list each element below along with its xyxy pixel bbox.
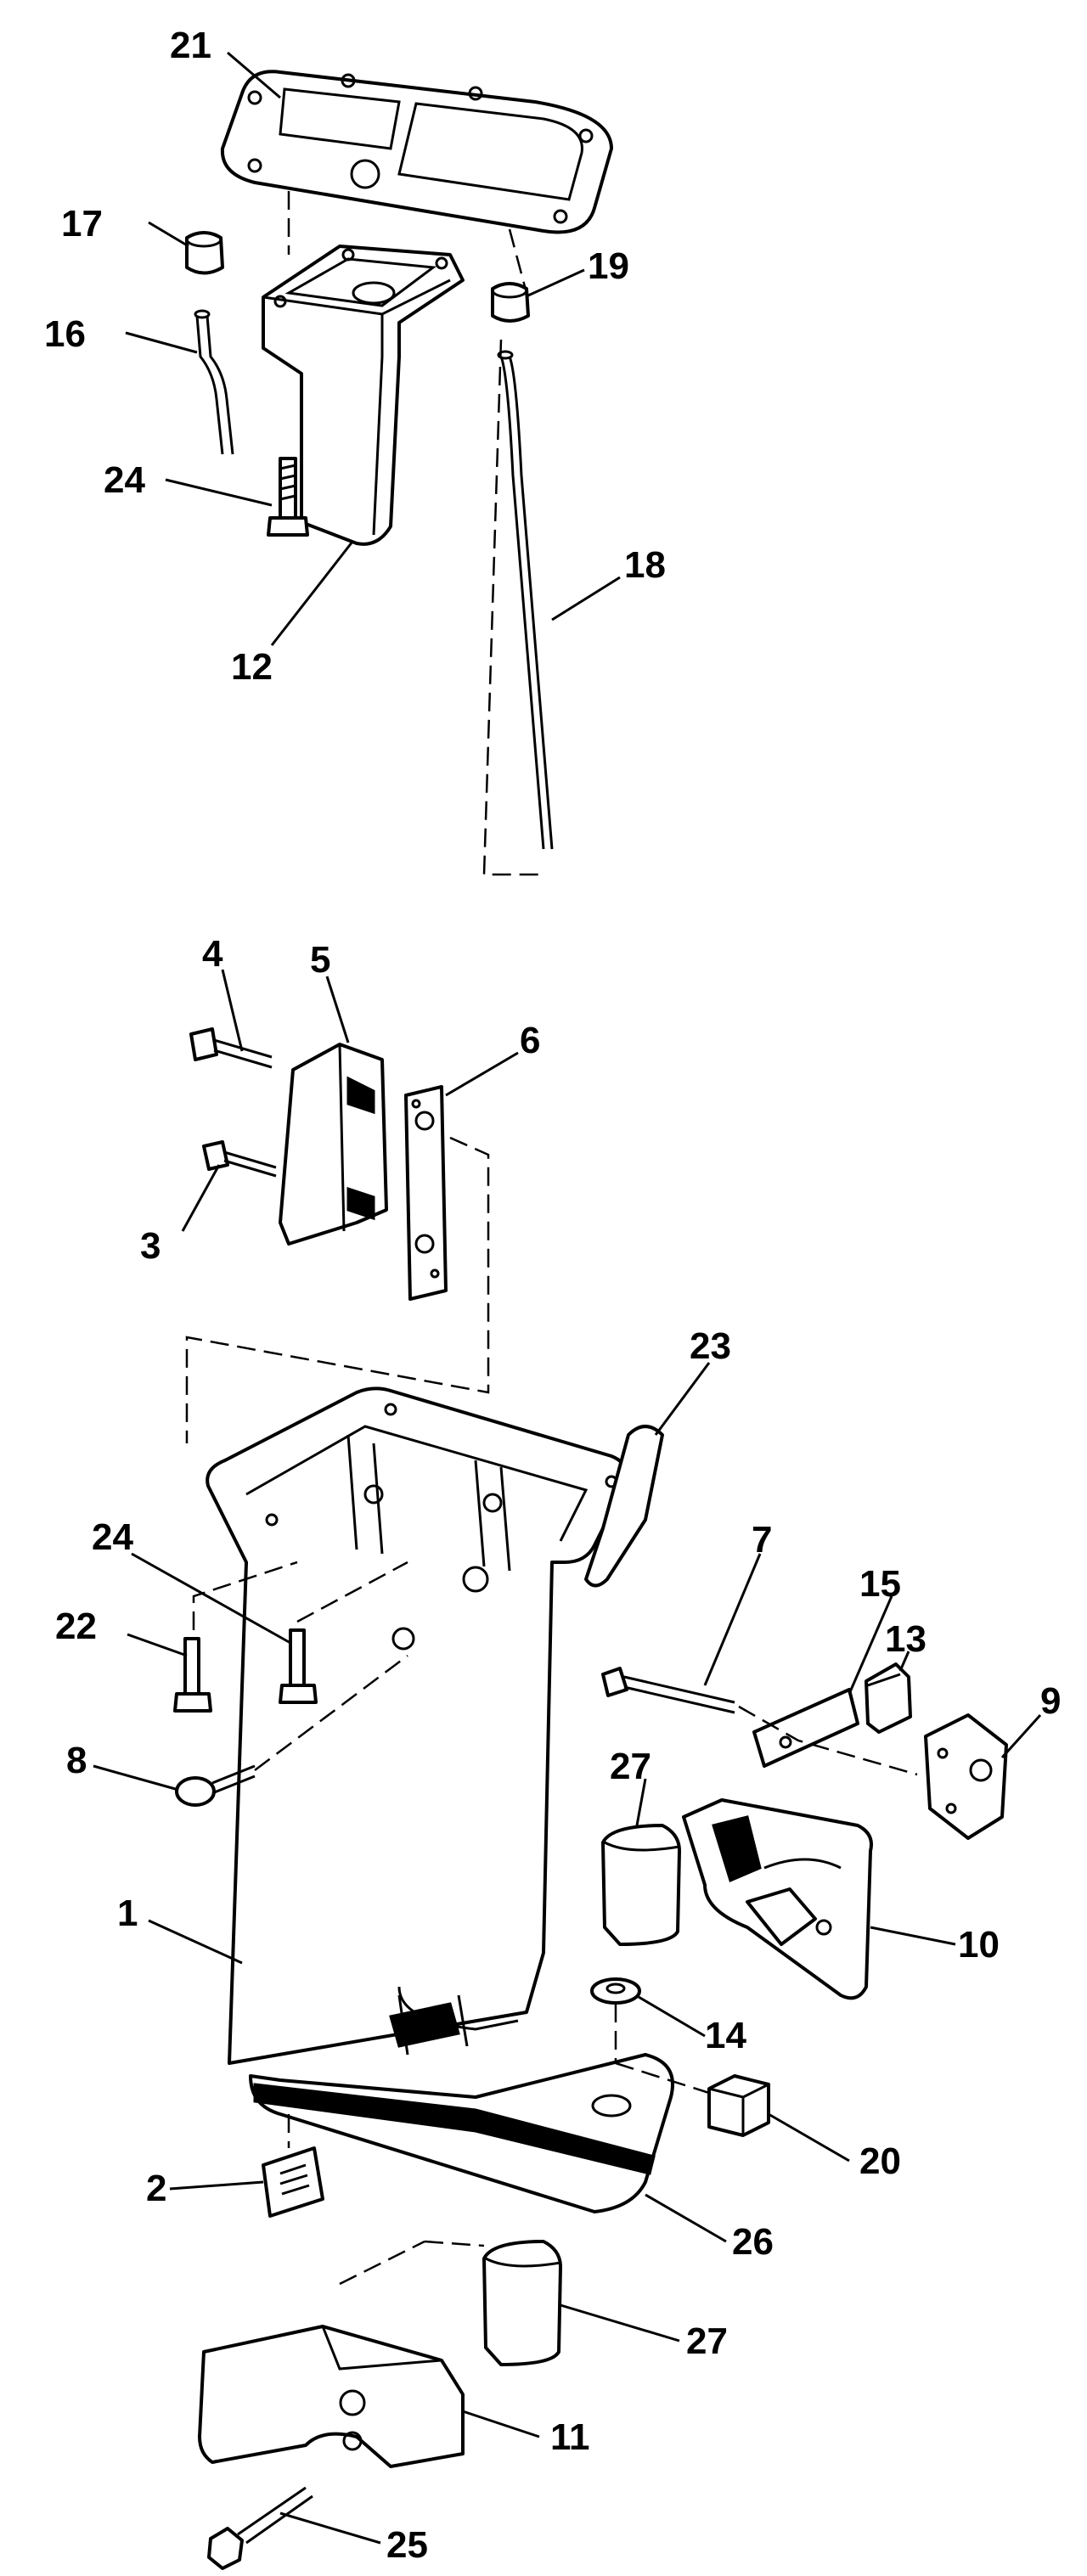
callout-11: 11 [550, 2416, 590, 2458]
callout-7: 7 [752, 1519, 772, 1561]
part-9-bracket [924, 1713, 1008, 1840]
part-16-tube [194, 309, 234, 455]
part-8-screw [175, 1764, 256, 1807]
callout-2: 2 [146, 2168, 166, 2209]
callout-3: 3 [140, 1225, 161, 1267]
callout-18: 18 [624, 544, 666, 586]
callout-16: 16 [44, 313, 86, 355]
callout-25: 25 [386, 2524, 428, 2566]
callout-19: 19 [588, 245, 629, 287]
part-4-screw [189, 1027, 273, 1069]
callout-20: 20 [859, 2140, 901, 2182]
part-23-bracket [584, 1425, 664, 1588]
callout-24: 24 [104, 459, 145, 501]
callout-10: 10 [958, 1924, 1000, 1966]
part-6-gasket [404, 1085, 448, 1301]
part-24-screw-upper [267, 457, 309, 537]
callout-23: 23 [690, 1325, 731, 1367]
part-25-bolt [207, 2486, 313, 2570]
callout-12: 12 [231, 646, 273, 688]
part-13-block [865, 1662, 912, 1734]
callout-24: 24 [92, 1516, 133, 1558]
part-22-screw [173, 1637, 212, 1713]
part-20-cube [707, 2074, 770, 2137]
callout-5: 5 [310, 939, 330, 981]
part-5-exhaust-cover [279, 1043, 388, 1246]
part-7-bolt [601, 1667, 735, 1714]
callout-13: 13 [885, 1618, 926, 1660]
callout-14: 14 [705, 2015, 746, 2056]
callout-8: 8 [66, 1740, 87, 1781]
part-3-screw [202, 1140, 277, 1178]
callout-27: 27 [610, 1746, 651, 1787]
callout-4: 4 [202, 933, 223, 975]
callout-15: 15 [859, 1563, 901, 1605]
part-19-grommet [491, 282, 530, 323]
callout-22: 22 [55, 1606, 97, 1647]
callout-labels: 21 17 19 16 24 18 12 4 5 6 3 23 24 7 15 … [44, 25, 1061, 2566]
part-11-lower-mount [198, 2325, 465, 2468]
part-21-gasket [220, 70, 613, 234]
callout-26: 26 [732, 2221, 774, 2263]
part-18-tube [497, 350, 554, 850]
callout-21: 21 [170, 25, 211, 66]
callout-17: 17 [61, 203, 103, 245]
part-24-screw-lower [279, 1628, 318, 1704]
callout-27: 27 [686, 2320, 728, 2362]
part-10-mount [682, 1798, 873, 2000]
part-14-grommet [590, 1977, 641, 2005]
part-26-seal [249, 2053, 674, 2213]
part-2-plate [262, 2146, 324, 2218]
part-15-pad [752, 1688, 859, 1768]
part-27-cube-upper [601, 1824, 681, 1946]
part-12-exhaust-housing [262, 245, 465, 546]
callout-1: 1 [117, 1893, 138, 1934]
part-17-grommet [185, 231, 224, 275]
leader-lines [93, 51, 1042, 2545]
part-27-cube-lower [482, 2240, 562, 2366]
part-1-driveshaft-housing [206, 1386, 628, 2065]
callout-6: 6 [520, 1020, 540, 1061]
callout-9: 9 [1040, 1680, 1061, 1722]
